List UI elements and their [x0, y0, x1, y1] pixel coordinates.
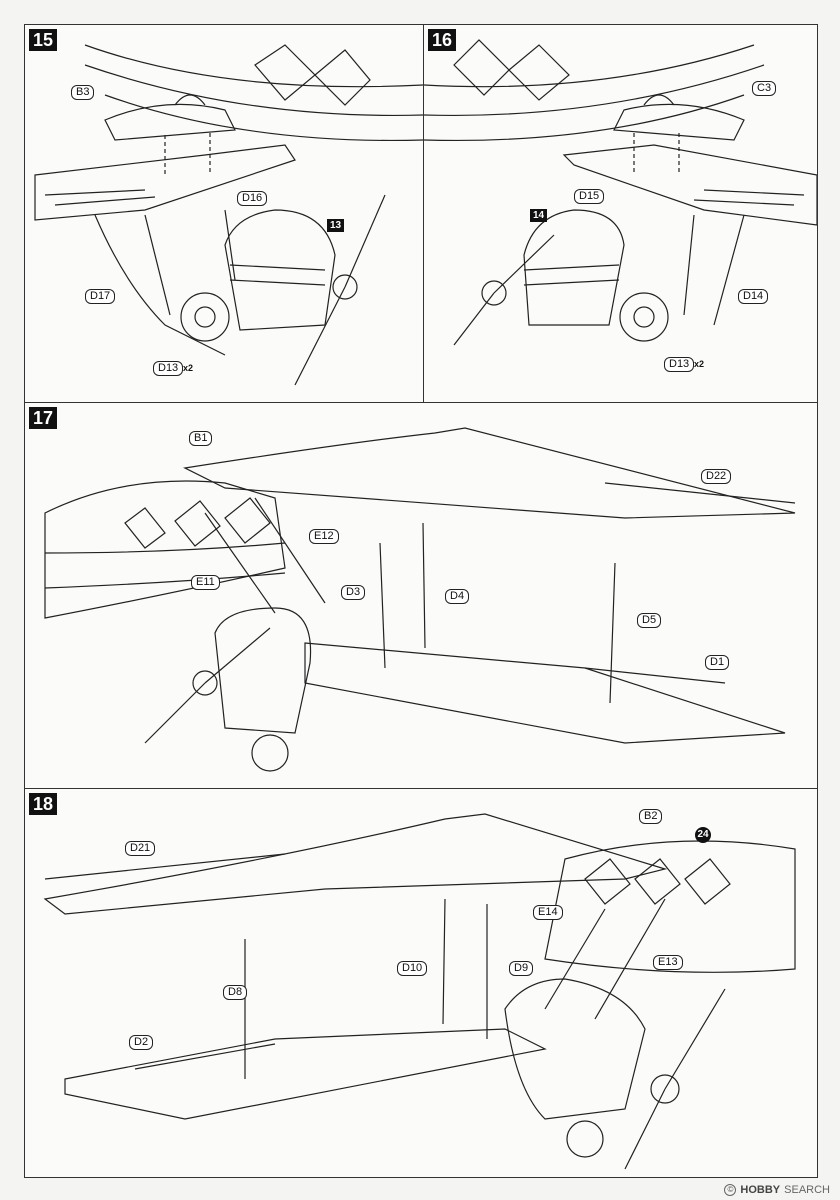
part-label-d4: D4	[445, 589, 470, 604]
part-label-d16: D16	[237, 191, 268, 206]
part-label-d8: D8	[223, 985, 248, 1000]
step-16-panel: 16 C3 D15 14 D14 D13 x2	[423, 24, 818, 404]
part-label-d3: D3	[341, 585, 366, 600]
step-15-drawing	[34, 44, 423, 386]
step-number: 18	[29, 793, 58, 815]
part-label-d15: D15	[574, 189, 605, 204]
step-17-panel: 17 B1 D22 E12 E11 D3 D4 D5 D1	[24, 402, 818, 790]
copyright-icon: ©	[724, 1184, 737, 1196]
part-label-d2: D2	[129, 1035, 154, 1050]
part-label-e14: E14	[533, 905, 563, 920]
part-label-d14: D14	[738, 289, 769, 304]
watermark-suffix: SEARCH	[784, 1184, 830, 1196]
part-label-b2: B2	[639, 809, 663, 824]
part-badge-14: 14	[530, 209, 548, 222]
part-label-d1: D1	[705, 655, 730, 670]
part-label-e11: E11	[191, 575, 220, 590]
step-17-drawing	[44, 427, 796, 772]
step-number: 16	[428, 29, 457, 51]
part-label-d13: D13	[664, 357, 695, 372]
step-18-drawing	[43, 813, 796, 1170]
part-badge-24: 24	[695, 827, 711, 843]
step-number: 17	[29, 407, 58, 429]
part-label-d9: D9	[509, 961, 534, 976]
part-badge-13: 13	[327, 219, 345, 232]
quantity-x2: x2	[183, 363, 194, 373]
step-18-panel: 18 B2 24 D21 E14 E13 D10 D9 D8 D2	[24, 788, 818, 1178]
part-label-d21: D21	[125, 841, 156, 856]
part-label-d13: D13	[153, 361, 184, 376]
part-label-c3: C3	[752, 81, 777, 96]
step-number: 15	[29, 29, 58, 51]
part-label-e13: E13	[653, 955, 683, 970]
part-label-d10: D10	[397, 961, 428, 976]
part-label-b1: B1	[189, 431, 213, 446]
watermark: © HOBBY SEARCH	[724, 1184, 830, 1196]
part-label-d17: D17	[85, 289, 116, 304]
part-label-d5: D5	[637, 613, 662, 628]
part-label-d22: D22	[701, 469, 732, 484]
watermark-name: HOBBY	[740, 1184, 781, 1196]
part-label-e12: E12	[309, 529, 339, 544]
step-16-drawing	[424, 39, 817, 346]
quantity-x2: x2	[694, 359, 705, 369]
part-label-b3: B3	[71, 85, 95, 100]
step-15-panel: 15 B3 D16 13 D17 D13 x2	[24, 24, 424, 404]
